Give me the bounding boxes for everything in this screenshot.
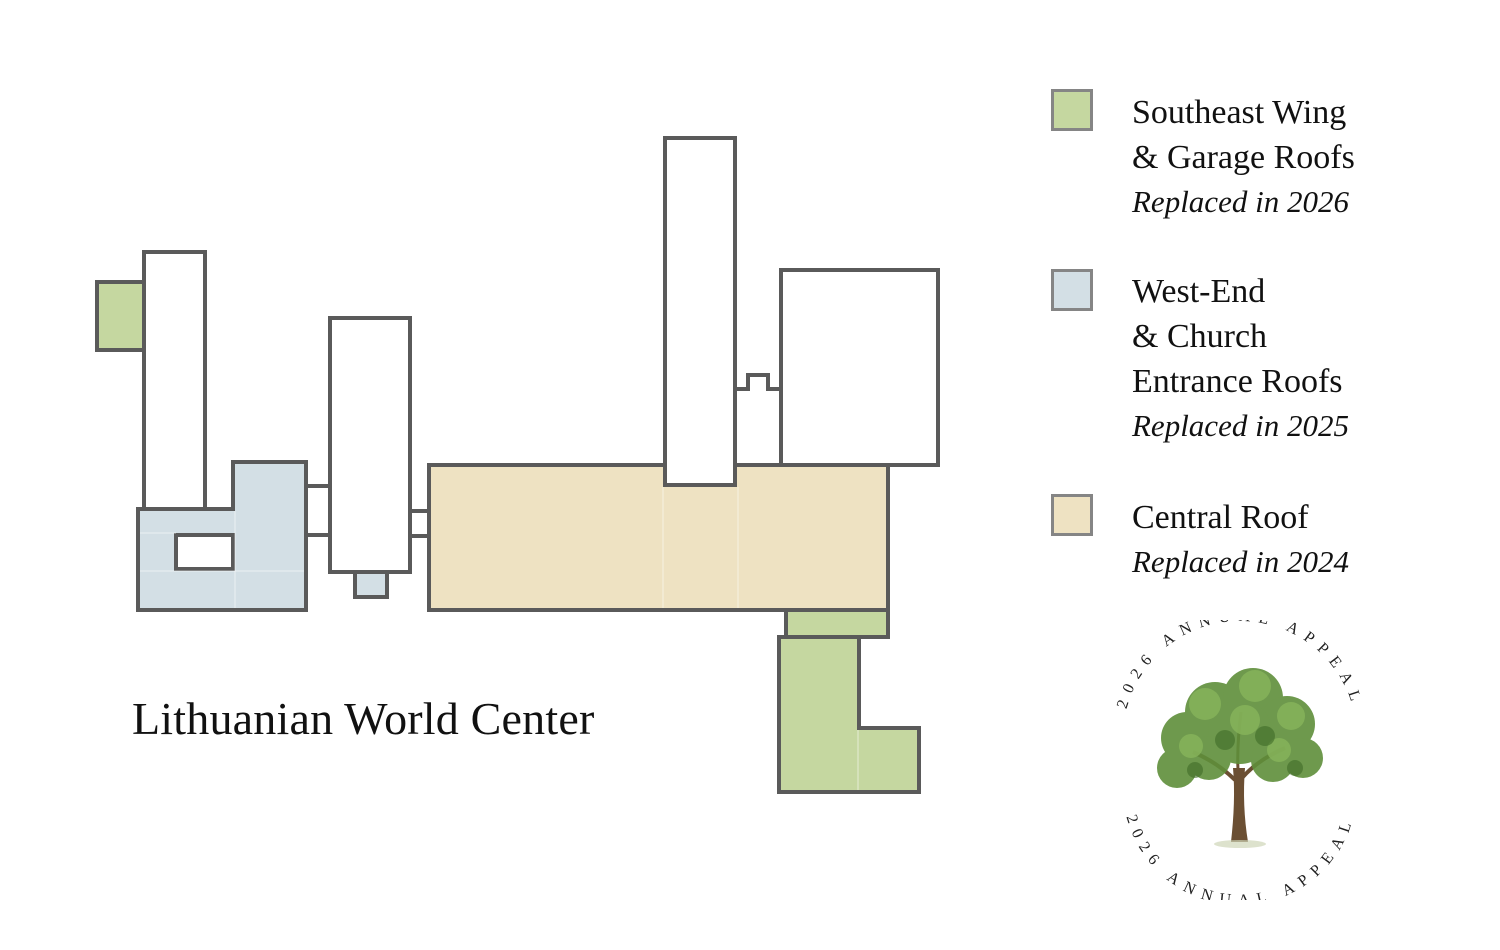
connector-west [304, 484, 332, 537]
roof-southeast-strip [784, 608, 890, 639]
legend-swatch-west-end [1051, 269, 1093, 311]
roof-southeast-wing [777, 635, 921, 794]
legend-label: Southeast Wing [1132, 94, 1347, 131]
roof-east-block [779, 268, 940, 467]
legend-swatch-central [1051, 494, 1093, 536]
roof-church-entrance [353, 570, 389, 599]
legend-swatch-southeast [1051, 89, 1093, 131]
west-end-courtyard [174, 533, 235, 571]
annual-appeal-seal: 2026 ANNUAL APPEAL 2026 ANNUAL APPEAL [1114, 620, 1358, 900]
building-title: Lithuanian World Center [132, 693, 595, 744]
legend-label: & Church [1132, 318, 1268, 355]
roof-church [328, 316, 412, 574]
legend-year: Replaced in 2026 [1132, 184, 1349, 219]
legend-entry-central: Central Roof Replaced in 2024 [1132, 495, 1349, 584]
legend-label: West-End [1132, 273, 1266, 310]
legend-label: & Garage Roofs [1132, 139, 1355, 176]
roof-north-tower [663, 136, 737, 487]
tree-icon [1157, 668, 1323, 848]
legend-label: Entrance Roofs [1132, 363, 1343, 400]
legend-year: Replaced in 2024 [1132, 544, 1349, 579]
connector-east [733, 373, 783, 467]
connector-central [408, 509, 431, 538]
legend-entry-west-end: West-End & Church Entrance Roofs Replace… [1132, 269, 1349, 448]
legend-year: Replaced in 2025 [1132, 408, 1349, 443]
roof-central [427, 463, 890, 612]
legend-entry-southeast: Southeast Wing & Garage Roofs Replaced i… [1132, 90, 1355, 224]
roof-west-wing [142, 250, 207, 511]
roof-garage-west [95, 280, 146, 352]
legend-label: Central Roof [1132, 499, 1309, 536]
